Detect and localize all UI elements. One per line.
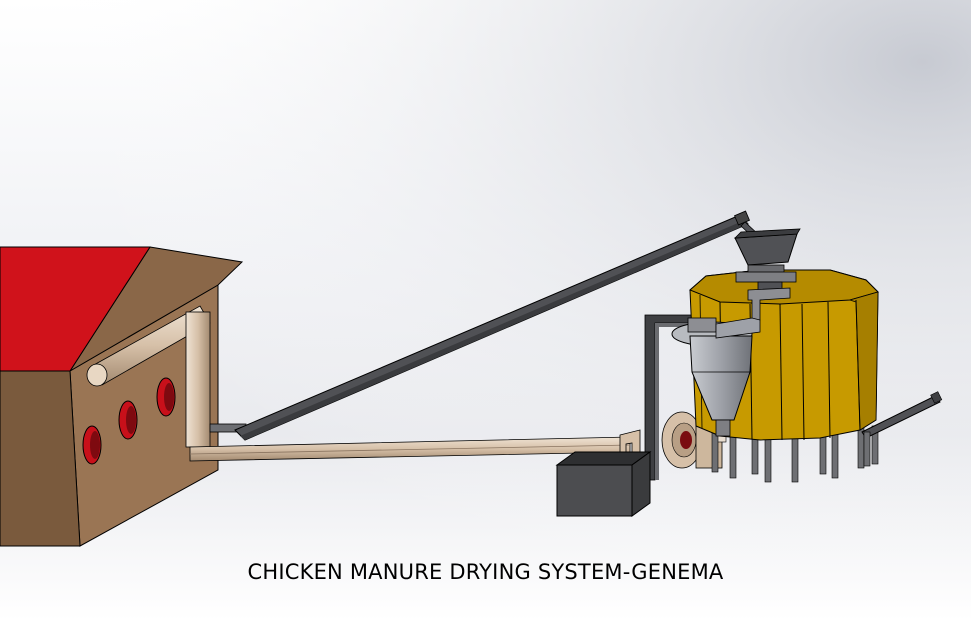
- house-down-pipe: [185, 311, 211, 448]
- vent-ring: [82, 425, 102, 465]
- vent-ring: [156, 377, 176, 417]
- inclined-conveyor: [234, 210, 761, 441]
- feed-hopper: [733, 228, 801, 321]
- collection-bin: [555, 451, 652, 517]
- diagram-caption: CHICKEN MANURE DRYING SYSTEM-GENEMA: [247, 560, 724, 584]
- house-front-wall: [0, 370, 81, 547]
- pipe-end-cap: [86, 363, 108, 387]
- house-roof: [0, 246, 151, 372]
- cyclone-separator: [671, 317, 761, 437]
- chicken-house: [0, 246, 247, 547]
- discharge-conveyor: [861, 391, 943, 467]
- vent-ring: [118, 400, 138, 440]
